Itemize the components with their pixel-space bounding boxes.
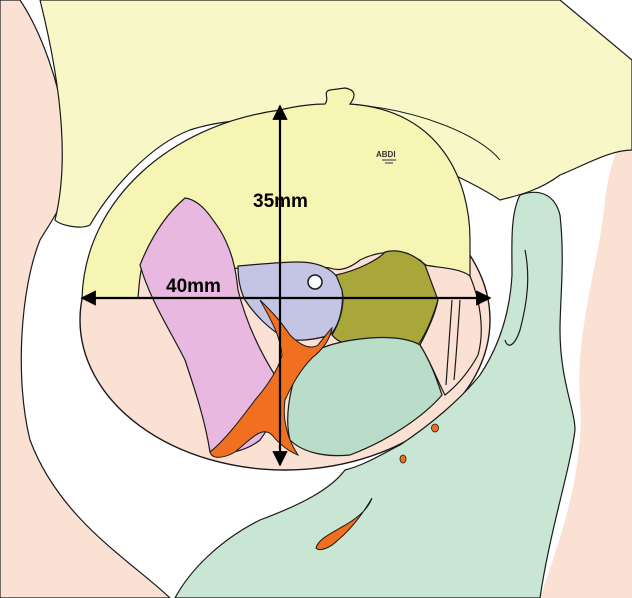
white-dot-marker [308,275,322,289]
horizontal-dimension-label: 40mm [166,276,221,297]
vertical-dimension-label: 35mm [253,191,308,212]
orange-dot-1 [432,424,439,432]
small-text-label: ABDI [376,150,396,159]
orange-dot-2 [400,455,406,463]
